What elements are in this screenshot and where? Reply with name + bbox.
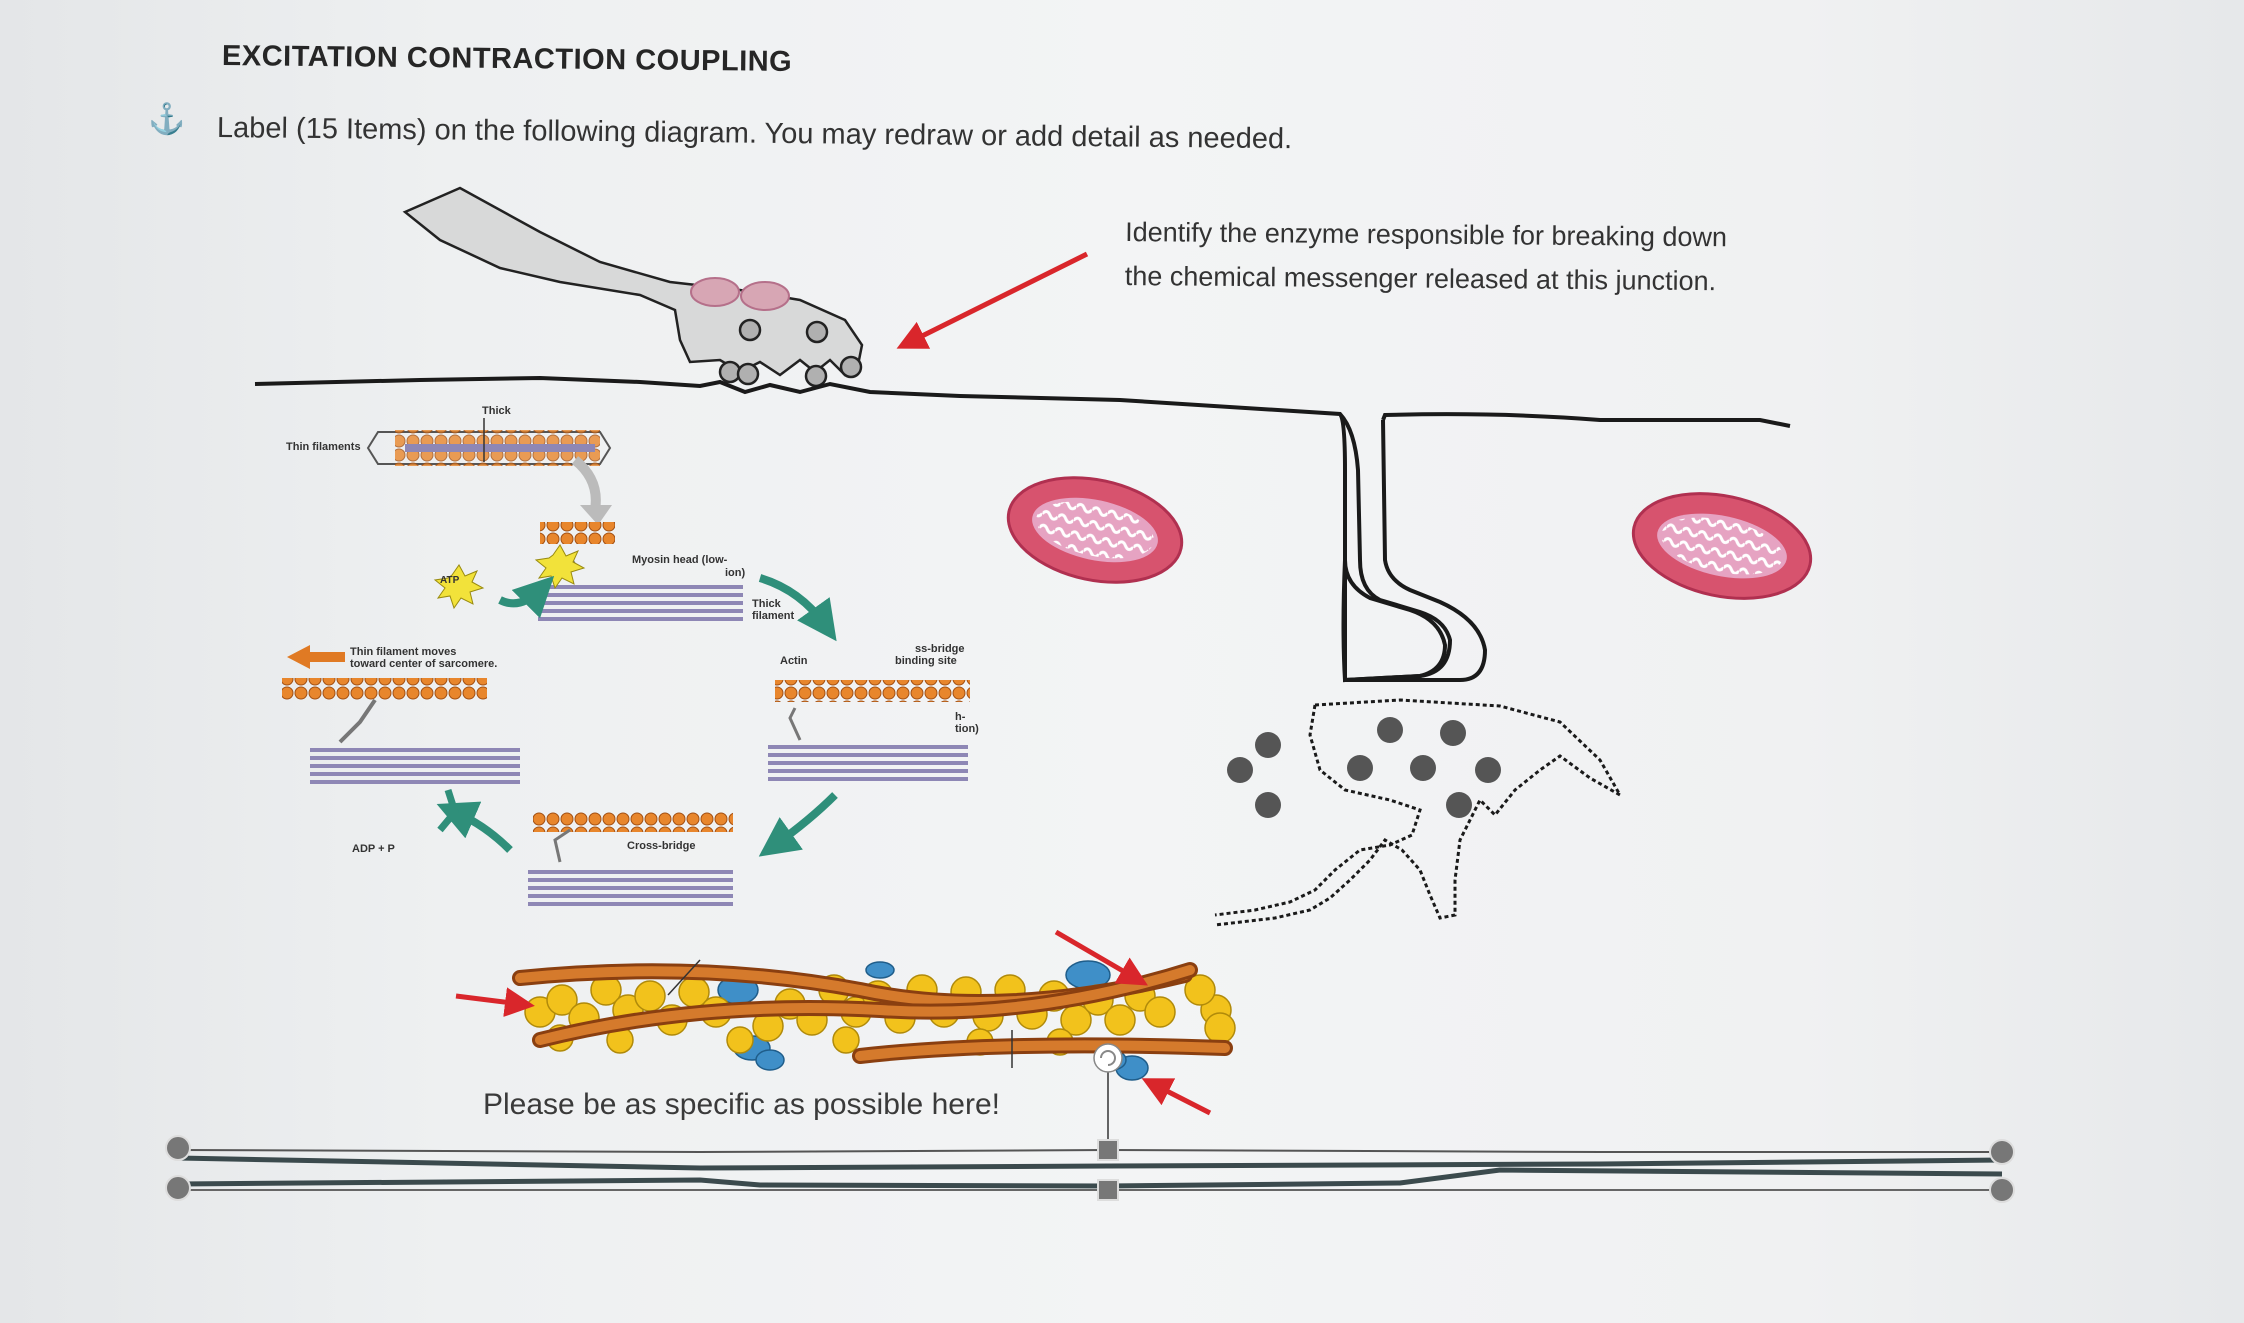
mitochondrion-axon <box>690 277 790 311</box>
sarcolemma-right <box>1381 412 1791 428</box>
handle-top-mid[interactable] <box>1097 1139 1119 1161</box>
label-myosin-head: Myosin head (low- <box>632 554 728 566</box>
red-arrow-troponin-top <box>1054 929 1148 986</box>
anchor-icon[interactable]: ⚓ <box>148 103 186 136</box>
label-thick-filament: Thick <box>752 598 781 610</box>
cross-bridge-cycle <box>282 418 970 906</box>
label-h-ion-2: tion) <box>955 723 979 735</box>
line-selection-top[interactable] <box>165 1135 2015 1171</box>
thick-filament-right <box>768 707 968 781</box>
label-atp: ATP <box>440 575 460 586</box>
label-h-ion: h- <box>955 711 966 723</box>
tropomyosin <box>512 962 1233 1064</box>
handle-bottom-mid[interactable] <box>1097 1179 1119 1201</box>
label-bridge-site: ss-bridge <box>915 643 965 655</box>
thin-filament-large <box>512 959 1236 1150</box>
red-arrow-tropomyosin <box>455 987 535 1018</box>
label-cross-bridge: Cross-bridge <box>627 840 696 852</box>
line-selection-bottom[interactable] <box>165 1167 2015 1203</box>
handle-bottom-right[interactable] <box>1989 1177 2015 1203</box>
thick-filament-bottom <box>528 828 733 906</box>
enzyme-question: Identify the enzyme responsible for brea… <box>1125 210 1826 304</box>
handle-top-left[interactable] <box>165 1135 191 1161</box>
label-thin-moves: Thin filament moves <box>350 646 457 658</box>
red-arrow-junction <box>896 251 1089 349</box>
label-thin-filaments: Thin filaments <box>286 441 361 453</box>
mitochondrion-muscle-right <box>1631 492 1813 600</box>
enzyme-question-line1: Identify the enzyme responsible for brea… <box>1125 217 1728 253</box>
sarcolemma <box>254 375 1453 683</box>
label-bridge-site-2: binding site <box>895 655 957 667</box>
sarcoplasmic-reticulum <box>1214 698 1625 927</box>
orange-arrow <box>287 645 345 669</box>
label-adp-p: ADP + P <box>352 843 395 855</box>
handle-top-right[interactable] <box>1989 1139 2015 1165</box>
label-thin-moves-2: toward center of sarcomere. <box>350 658 498 670</box>
sarcomere-top <box>366 418 612 466</box>
label-myosin-head-2: ion) <box>725 567 746 579</box>
atp-burst-left <box>433 564 485 610</box>
label-thick: Thick <box>482 405 511 417</box>
gray-arrow <box>571 456 601 511</box>
synaptic-vesicle <box>718 318 863 388</box>
handle-bottom-left[interactable] <box>165 1175 191 1201</box>
enzyme-question-line2: the chemical messenger released at this … <box>1124 260 1717 297</box>
atp-burst <box>534 544 586 590</box>
rotate-icon[interactable] <box>1093 1043 1123 1073</box>
label-thick-filament-2: filament <box>752 610 795 622</box>
red-arrow-troponin-bottom <box>1141 1078 1212 1116</box>
label-actin: Actin <box>780 655 808 667</box>
t-tubule <box>1343 419 1488 683</box>
specific-note: Please be as specific as possible here! <box>483 1088 1000 1121</box>
page-title: EXCITATION CONTRACTION COUPLING <box>221 40 793 78</box>
mitochondrion-muscle-left <box>1006 476 1184 584</box>
thick-filament-left <box>310 698 520 784</box>
axon-terminal <box>402 186 864 388</box>
calcium-ion <box>1227 717 1501 818</box>
